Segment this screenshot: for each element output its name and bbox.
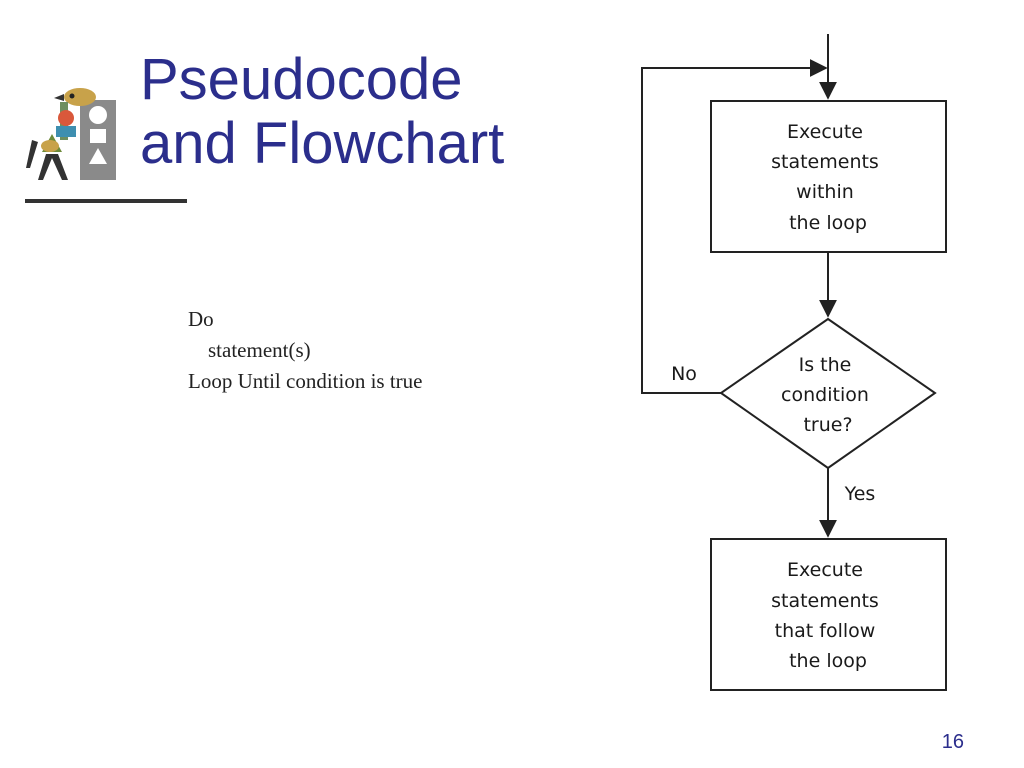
- pseudocode-line-loop-until: Loop Until condition is true: [188, 369, 423, 393]
- logo-bird-head: [64, 88, 96, 106]
- page-number: 16: [941, 731, 964, 753]
- yes-label: Yes: [844, 483, 876, 505]
- pseudocode-block: Do statement(s) Loop Until condition is …: [188, 304, 422, 397]
- flowchart: Execute statements within the loop Is th…: [641, 34, 947, 691]
- logo-triangle-shape: [89, 148, 107, 164]
- pseudocode-line-statements: statement(s): [208, 338, 311, 362]
- after-loop-box: [710, 538, 947, 691]
- title-underline: [25, 199, 187, 203]
- loop-body-text: Execute statements within the loop: [771, 121, 885, 234]
- logo-figure-arm: [26, 140, 38, 168]
- pseudocode-line-do: Do: [188, 307, 214, 331]
- logo-figure-legs: [38, 154, 68, 180]
- logo-red-ball: [58, 110, 74, 126]
- slide-title: Pseudocode and Flowchart: [140, 48, 504, 176]
- after-loop-text: Execute statements that follow the loop: [771, 559, 885, 672]
- logo-square-shape: [90, 129, 106, 143]
- loop-body-box: [710, 100, 947, 253]
- flow-no-loop-back-line: [641, 59, 828, 394]
- clipart-logo: [26, 88, 116, 180]
- title-line-1: Pseudocode: [140, 47, 463, 112]
- logo-circle-shape: [89, 106, 107, 124]
- decision-text: Is the condition true?: [781, 354, 875, 436]
- logo-bird-eye: [69, 93, 75, 99]
- title-line-2: and Flowchart: [140, 111, 505, 176]
- logo-figure-head: [41, 140, 59, 152]
- logo-blue-block: [56, 126, 76, 137]
- no-label: No: [671, 363, 697, 385]
- logo-bird-beak: [54, 94, 64, 101]
